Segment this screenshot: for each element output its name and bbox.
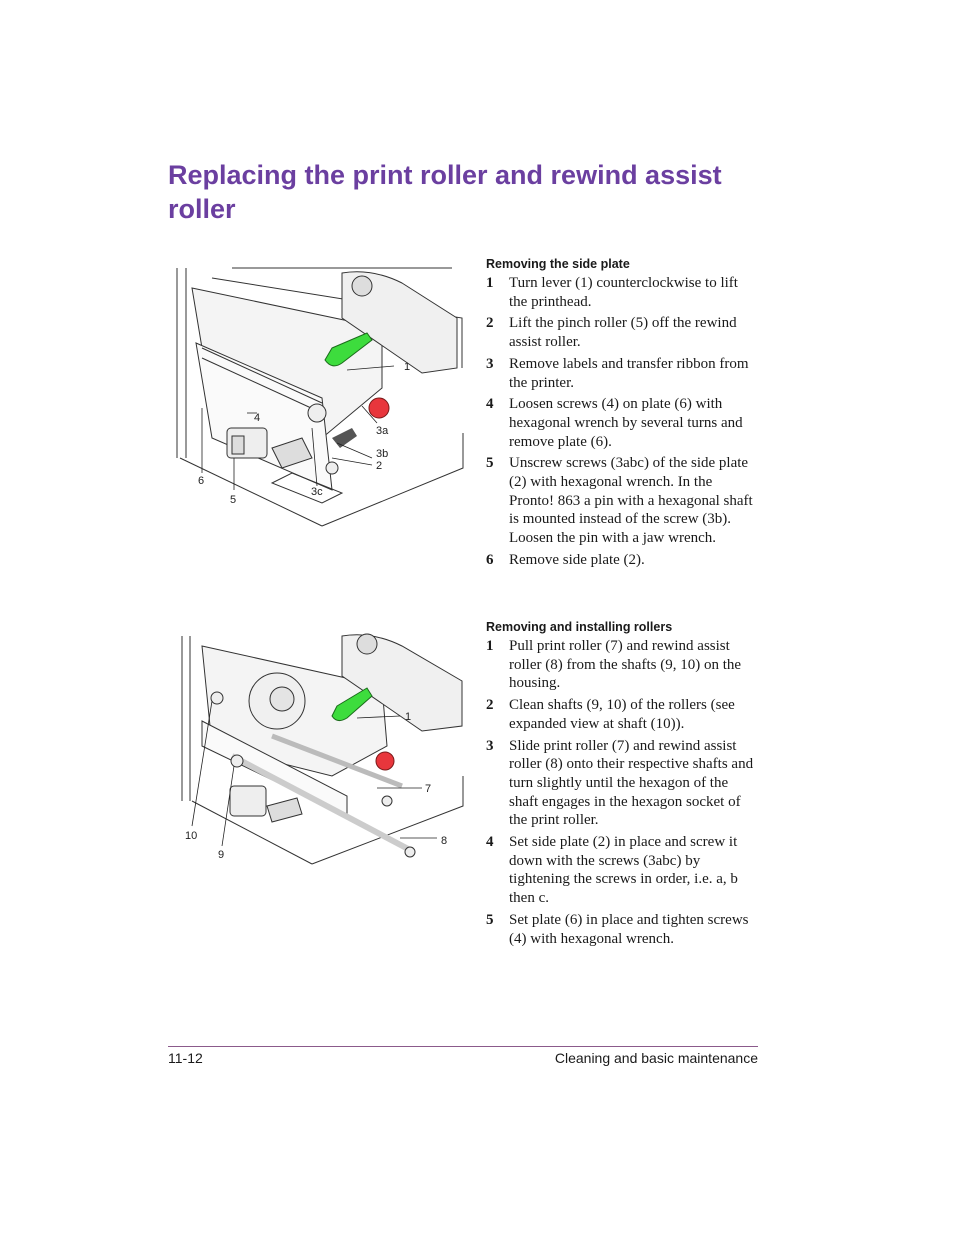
callout-5: 5 (230, 494, 236, 506)
figure-side-plate: 1 4 3a 3b 2 6 5 3c (172, 258, 464, 528)
callout-3c: 3c (311, 486, 323, 498)
printer-mechanism-illustration-2: 1 7 8 10 9 (181, 633, 464, 865)
section-heading: Removing and installing rollers (486, 620, 673, 634)
callout-1: 1 (404, 361, 410, 373)
callout-3a: 3a (376, 425, 389, 437)
callout-4: 4 (254, 412, 260, 424)
lever-icon (324, 332, 373, 367)
footer-divider (168, 1046, 758, 1047)
lever-icon (331, 687, 373, 722)
knob-icon (368, 397, 390, 419)
callout-2: 2 (376, 460, 382, 472)
knob-icon (375, 751, 395, 771)
callout-7: 7 (425, 783, 431, 795)
callout-8: 8 (441, 835, 447, 847)
callout-10: 10 (185, 830, 197, 842)
callout-1: 1 (405, 711, 411, 723)
printer-mechanism-illustration-1: 1 4 3a 3b 2 6 5 3c (176, 267, 464, 527)
page-title: Replacing the print roller and rewind as… (168, 160, 722, 224)
callout-3b: 3b (376, 448, 388, 460)
chapter-title: Cleaning and basic maintenance (554, 1050, 758, 1066)
page-number: 11-12 (168, 1050, 203, 1066)
figure-rollers: 1 7 8 10 9 (172, 626, 464, 866)
section-heading: Removing the side plate (486, 257, 630, 271)
callout-6: 6 (198, 475, 204, 487)
callout-9: 9 (218, 849, 224, 861)
